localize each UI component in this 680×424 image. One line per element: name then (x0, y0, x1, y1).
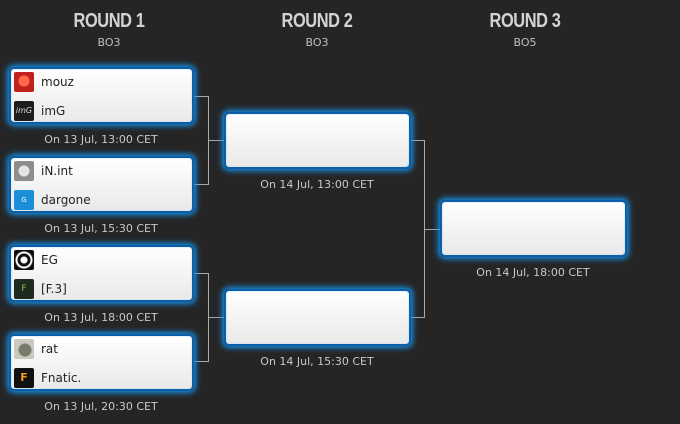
img-logo-icon: imG (14, 101, 34, 121)
match-r3-1[interactable] (440, 200, 627, 257)
team-name: dargone (41, 193, 91, 207)
match-r2-1[interactable] (224, 112, 411, 169)
match-time: On 14 Jul, 15:30 CET (260, 355, 374, 368)
round-2-format: BO3 (305, 36, 329, 49)
dargone-logo-icon: G (14, 190, 34, 210)
connector-r1-m1 (194, 96, 208, 97)
in-int-logo-icon (14, 161, 34, 181)
connector-r1-m2 (194, 184, 208, 185)
match-r1-3[interactable]: EG F [F.3] (9, 245, 194, 302)
match-time: On 13 Jul, 13:00 CET (44, 133, 158, 146)
team-row[interactable]: iN.int (14, 160, 73, 182)
team-name: iN.int (41, 164, 73, 178)
team-row[interactable]: EG (14, 249, 58, 271)
match-time: On 14 Jul, 18:00 CET (476, 266, 590, 279)
connector-r1-pair2-join (208, 317, 224, 318)
match-time: On 13 Jul, 15:30 CET (44, 222, 158, 235)
connector-r1-m3 (194, 273, 208, 274)
team-row[interactable]: mouz (14, 71, 74, 93)
connector-r2-m2 (410, 317, 424, 318)
f3-logo-icon: F (14, 279, 34, 299)
team-row[interactable]: F Fnatic. (14, 367, 81, 389)
round-2-title: ROUND 2 (281, 10, 353, 32)
round-1-header: ROUND 1 BO3 (9, 0, 209, 49)
eg-logo-icon (14, 250, 34, 270)
round-2-header: ROUND 2 BO3 (217, 0, 417, 49)
rat-logo-icon (14, 339, 34, 359)
round-3-title: ROUND 3 (489, 10, 561, 32)
team-name: mouz (41, 75, 74, 89)
team-name: imG (41, 104, 66, 118)
team-row[interactable]: G dargone (14, 189, 91, 211)
round-3-format: BO5 (513, 36, 537, 49)
team-row[interactable]: imG imG (14, 100, 65, 122)
team-row[interactable]: F [F.3] (14, 278, 67, 300)
match-time: On 13 Jul, 20:30 CET (44, 400, 158, 413)
connector-r1-m4 (194, 361, 208, 362)
team-row[interactable]: rat (14, 338, 58, 360)
round-1-title: ROUND 1 (73, 10, 145, 32)
connector-r1-pair1-join (208, 140, 224, 141)
connector-r2-m1 (410, 140, 424, 141)
match-r1-2[interactable]: iN.int G dargone (9, 156, 194, 213)
match-r1-4[interactable]: rat F Fnatic. (9, 334, 194, 391)
match-time: On 13 Jul, 18:00 CET (44, 311, 158, 324)
fnatic-logo-icon: F (14, 368, 34, 388)
round-3-header: ROUND 3 BO5 (425, 0, 625, 49)
match-r1-1[interactable]: mouz imG imG (9, 67, 194, 124)
match-time: On 14 Jul, 13:00 CET (260, 178, 374, 191)
team-name: rat (41, 342, 58, 356)
team-name: Fnatic. (41, 371, 82, 385)
match-r2-2[interactable] (224, 289, 411, 346)
connector-r2-join (424, 229, 440, 230)
team-name: EG (41, 253, 58, 267)
round-1-format: BO3 (97, 36, 121, 49)
team-name: [F.3] (41, 282, 67, 296)
mouz-logo-icon (14, 72, 34, 92)
